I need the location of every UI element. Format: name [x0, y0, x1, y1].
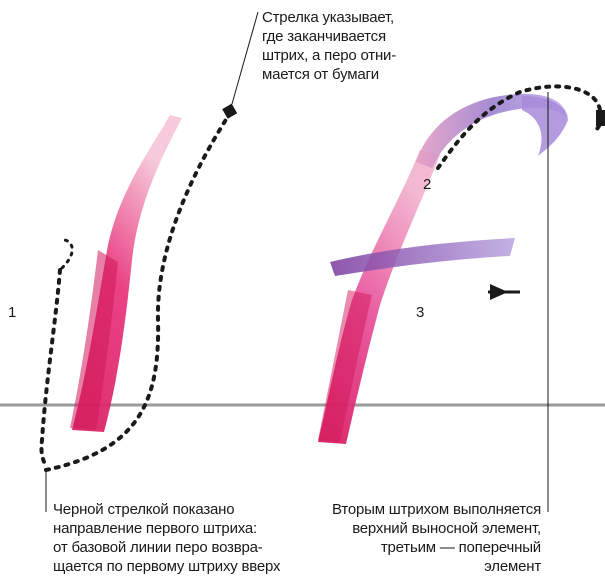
- left-note: Черной стрелкой показано направление пер…: [53, 500, 281, 576]
- arrow-head-icon: [596, 110, 605, 126]
- arrow-head-icon: [222, 103, 238, 119]
- left-note-line: щается по первому штриху вверх: [53, 558, 281, 575]
- left-first-stroke-shadow: [70, 250, 118, 430]
- top-note-line: мается от бумаги: [262, 66, 379, 83]
- arrow-head-icon: [490, 284, 508, 300]
- top-note-line: Стрелка указывает,: [262, 9, 395, 26]
- stroke-number-2: 2: [423, 176, 432, 193]
- right-note-line: элемент: [484, 558, 541, 575]
- left-note-line: от базовой линии перо возвра-: [53, 539, 263, 556]
- stroke-number-1: 1: [8, 304, 17, 321]
- right-ascender-tip: [522, 96, 568, 156]
- top-note-line: штрих, а перо отни-: [262, 47, 397, 64]
- left-dashed-guide-top: [60, 238, 74, 270]
- left-dashed-guide: [44, 108, 234, 472]
- left-note-line: Черной стрелкой показано: [53, 501, 235, 518]
- top-note-pointer: [231, 11, 259, 105]
- left-dashed-guide-inner: [39, 268, 62, 468]
- right-note-line: верхний выносной элемент,: [352, 520, 541, 537]
- right-main-stem-shadow: [318, 290, 372, 442]
- stroke-number-3: 3: [416, 304, 425, 321]
- left-note-line: направление первого штриха:: [53, 520, 257, 537]
- right-note: Вторым штрихом выполняется верхний вынос…: [308, 500, 541, 576]
- top-note: Стрелка указывает, где заканчивается штр…: [262, 8, 396, 84]
- top-note-line: где заканчивается: [262, 28, 386, 45]
- right-crossbar-stroke: [330, 238, 515, 276]
- right-note-line: третьим — поперечный: [380, 539, 541, 556]
- right-note-line: Вторым штрихом выполняется: [332, 501, 541, 518]
